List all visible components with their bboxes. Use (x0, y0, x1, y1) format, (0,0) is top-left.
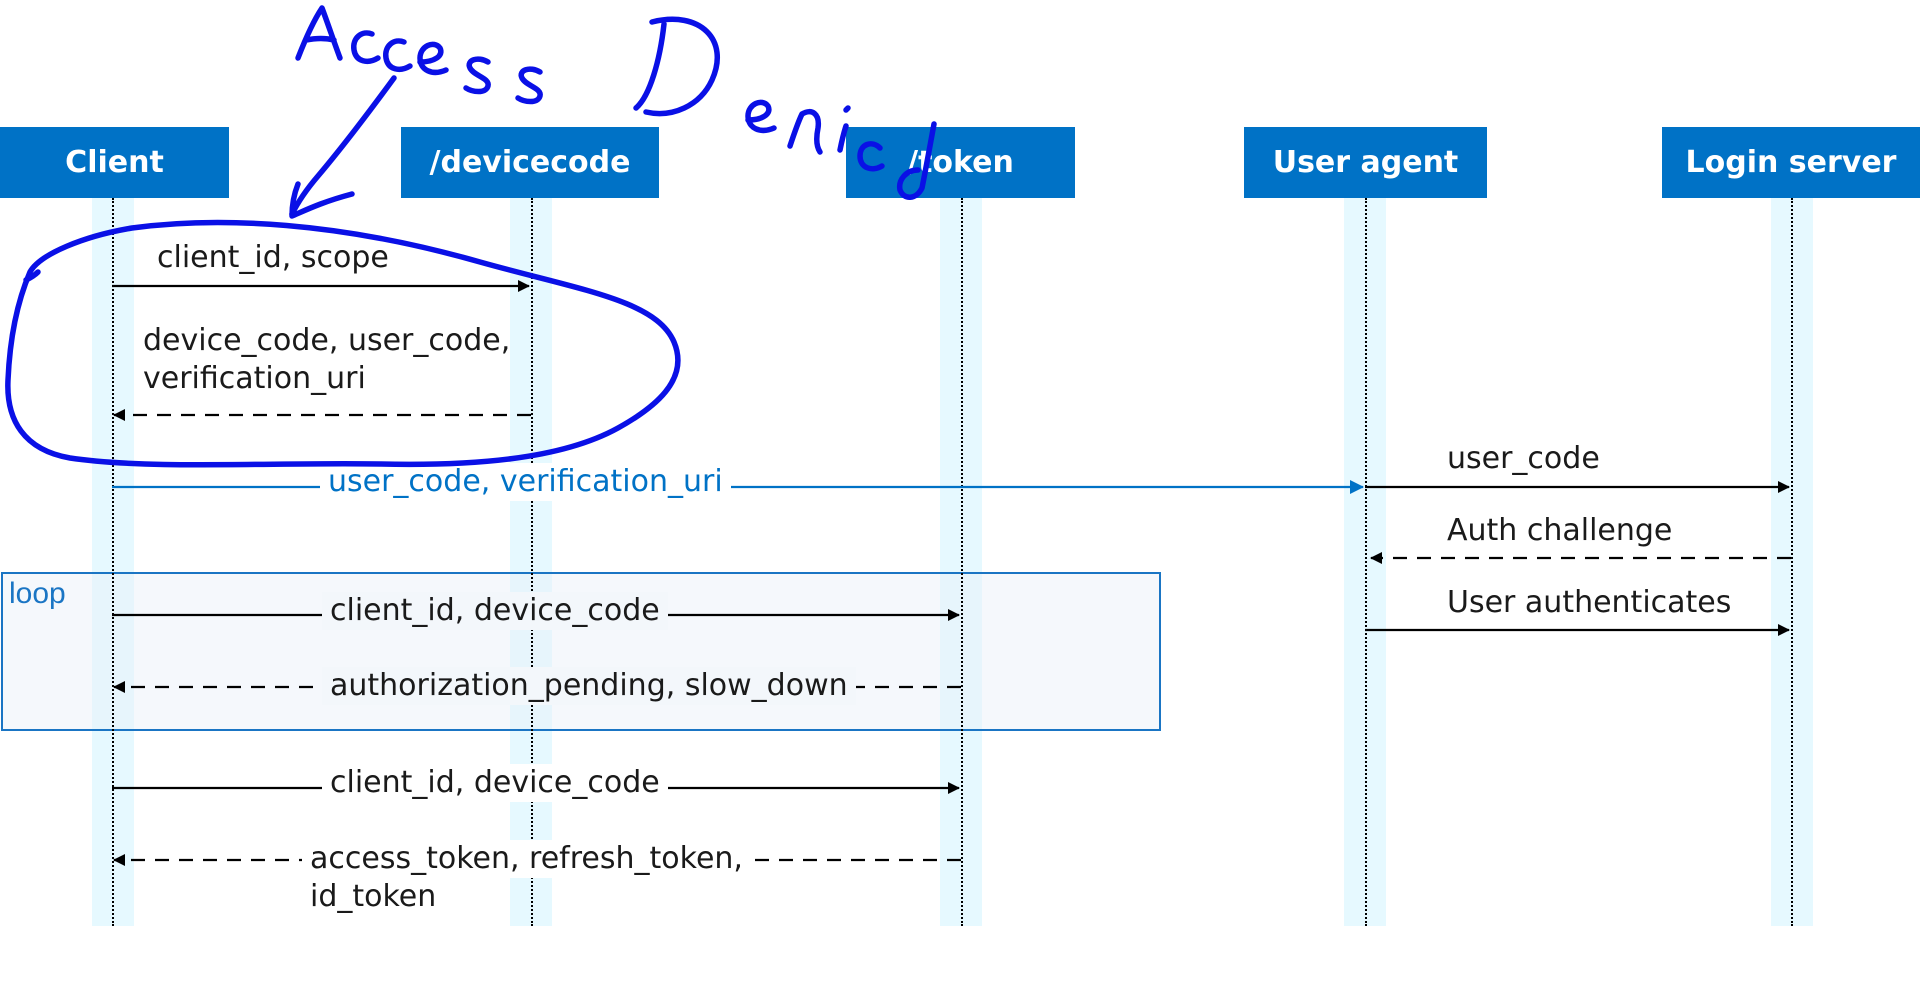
annotation-letter-c3 (857, 141, 885, 172)
client-lifeline (112, 198, 114, 926)
participant-devicecode: /devicecode (401, 127, 659, 198)
annotation-letter-c1 (351, 30, 381, 65)
devicecode-lifeline (531, 198, 533, 926)
annotation-arrow-head (289, 181, 355, 219)
message-user-code: user_code (1447, 441, 1600, 476)
message-auth-challenge: Auth challenge (1447, 513, 1673, 548)
annotation-letter-s1 (463, 56, 491, 95)
message-user-code-verification-uri: user_code, verification_uri (320, 463, 731, 501)
message-authorization-pending: authorization_pending, slow_down (322, 667, 856, 705)
participant-login-server: Login server (1662, 127, 1920, 198)
message-access-token-line1: access_token, refresh_token, (302, 840, 751, 878)
annotation-ellipse (5, 219, 681, 468)
annotation-arrow-shaft (289, 75, 397, 217)
annotation-letter-s2 (515, 66, 543, 105)
message-device-code-line1: device_code, user_code, (143, 323, 511, 358)
annotation-letter-n (787, 108, 823, 155)
annotation-letter-e2 (745, 99, 777, 134)
participant-token: /token (846, 127, 1075, 198)
participant-client: Client (0, 127, 229, 198)
annotation-letter-a (295, 5, 343, 61)
annotation-letter-i (837, 105, 851, 153)
message-client-id-device-code: client_id, device_code (322, 764, 668, 802)
annotation-letter-d2 (896, 121, 937, 200)
message-client-id-scope: client_id, scope (157, 240, 389, 275)
annotation-letter-e (417, 41, 449, 76)
token-lifeline (961, 198, 963, 926)
message-access-token-line2: id_token (310, 879, 437, 914)
login-server-lifeline (1791, 198, 1793, 926)
annotation-ellipse-overlap (23, 269, 41, 283)
user-agent-lifeline (1365, 198, 1367, 926)
message-loop-client-id-device-code: client_id, device_code (322, 592, 668, 630)
annotation-letter-c2 (383, 38, 413, 73)
loop-label: loop (9, 577, 66, 610)
message-device-code-line2: verification_uri (143, 361, 366, 396)
message-user-authenticates: User authenticates (1447, 585, 1732, 620)
participant-user-agent: User agent (1244, 127, 1487, 198)
annotation-letter-d (633, 16, 720, 117)
